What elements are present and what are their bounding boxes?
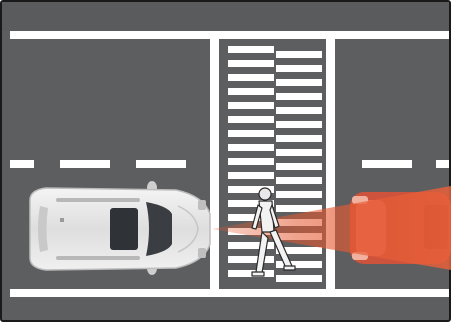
crosswalk-stripe bbox=[228, 102, 274, 109]
crosswalk-stripe bbox=[276, 135, 322, 142]
crosswalk-stripe bbox=[276, 149, 322, 156]
crosswalk-stripe bbox=[228, 88, 274, 95]
road-edge-line-bottom bbox=[10, 289, 449, 297]
stop-bar-right bbox=[326, 39, 335, 289]
crosswalk-stripe bbox=[228, 256, 274, 263]
crosswalk-stripe bbox=[276, 275, 322, 282]
crosswalk-stripe bbox=[276, 177, 322, 184]
crosswalk-stripe bbox=[228, 46, 274, 53]
road-top-band bbox=[2, 2, 449, 31]
ego-car bbox=[30, 181, 210, 275]
crosswalk-stripe bbox=[228, 116, 274, 123]
crosswalk-stripe bbox=[228, 158, 274, 165]
crosswalk-stripe bbox=[228, 172, 274, 179]
crosswalk-stripe bbox=[276, 79, 322, 86]
crosswalk-stripe bbox=[228, 144, 274, 151]
stop-bar-left bbox=[210, 39, 219, 289]
crosswalk-stripe bbox=[228, 270, 274, 277]
crosswalk-stripe bbox=[228, 60, 274, 67]
crosswalk-stripe bbox=[276, 93, 322, 100]
crosswalk-stripe bbox=[276, 121, 322, 128]
crosswalk-stripe bbox=[228, 74, 274, 81]
crosswalk-stripe bbox=[276, 163, 322, 170]
crosswalk-stripe bbox=[228, 130, 274, 137]
crosswalk-stripe bbox=[276, 191, 322, 198]
crosswalk-stripe bbox=[276, 51, 322, 58]
crosswalk-stripe bbox=[276, 65, 322, 72]
road-edge-line-top bbox=[10, 31, 449, 39]
crosswalk-stripe bbox=[276, 107, 322, 114]
